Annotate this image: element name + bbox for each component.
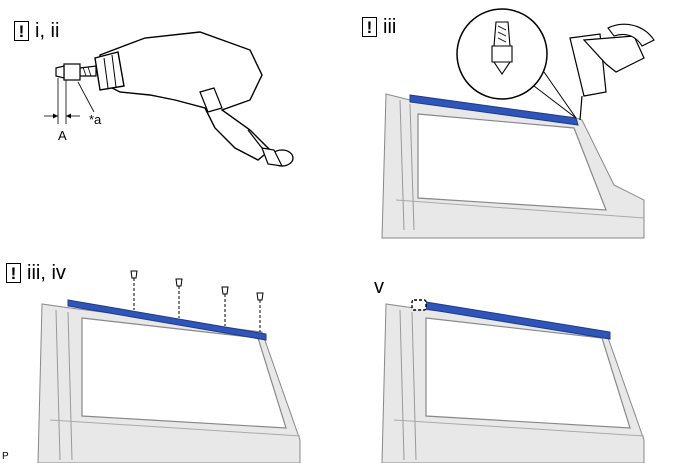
step-label-text: iii, iv xyxy=(27,262,66,284)
drill-illustration xyxy=(44,31,294,167)
step-label-iii-iv: ! iii, iv xyxy=(6,262,66,284)
panel-moulding-clip: v xyxy=(344,240,688,463)
step-label-v: v xyxy=(374,276,384,298)
warning-icon: ! xyxy=(6,263,21,283)
panel-drilling-door: ! iii xyxy=(344,0,688,240)
callout-label-a: *a xyxy=(89,112,102,127)
dimension-label-a: A xyxy=(58,128,67,143)
warning-icon: ! xyxy=(362,17,377,37)
door-drilling-illustration xyxy=(381,8,655,239)
panel-drill-bit: ! i, ii A *a xyxy=(0,0,344,232)
door-clips-illustration xyxy=(37,270,301,463)
warning-icon: ! xyxy=(14,21,29,41)
panel-remove-clips: ! iii, iv xyxy=(0,240,344,463)
step-label-text: iii xyxy=(383,16,397,38)
step-label-i-ii: ! i, ii xyxy=(14,20,59,42)
step-label-iii: ! iii xyxy=(362,16,396,38)
footer-code: P xyxy=(2,451,9,462)
door-moulding-illustration xyxy=(381,299,645,463)
step-label-text: i, ii xyxy=(35,20,60,42)
step-label-text: v xyxy=(374,276,384,298)
